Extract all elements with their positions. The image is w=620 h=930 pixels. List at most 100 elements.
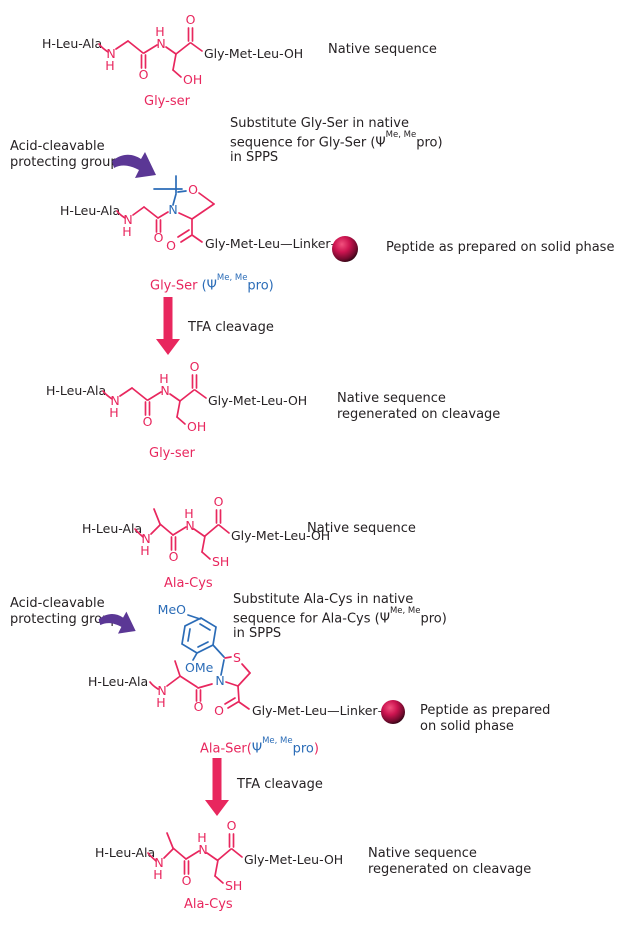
nitrogen-atom: N — [185, 518, 194, 533]
acid-cleavable-note: Acid-cleavable protecting group — [10, 596, 119, 627]
oxygen-atom: O — [166, 238, 176, 253]
nitrogen-atom: N — [198, 842, 207, 857]
resin-bead — [332, 236, 358, 262]
oxazolidine-ring: N O — [153, 175, 215, 220]
substitute-note: Substitute Ala-Cys in native sequence fo… — [233, 592, 447, 642]
c-terminus-label: Gly-Met-Leu-OH — [208, 393, 307, 408]
hydroxyl-group: OH — [183, 72, 202, 87]
nitrogen-atom: N — [110, 393, 119, 408]
thiol-group: SH — [212, 554, 229, 569]
methoxy-group: MeO — [158, 602, 186, 617]
nitrogen-atom: N — [154, 855, 163, 870]
n-terminus-label: H-Leu-Ala — [60, 203, 120, 218]
ring-nitrogen-atom: N — [215, 673, 224, 688]
gly-ser-label: Gly-ser — [144, 94, 190, 109]
hydrogen-atom: H — [140, 543, 149, 558]
carboxy-linker: O Gly-Met-Leu—Linker— — [214, 685, 405, 724]
oxygen-atom: O — [139, 67, 149, 82]
n-terminus-label: H-Leu-Ala — [82, 521, 142, 536]
ring-nitrogen-atom: N — [168, 202, 177, 217]
structure-regenerated-ala-cys: H-Leu-Ala N H O N H O Gly-Met-Leu-OH SH — [93, 818, 403, 920]
hydrogen-atom: H — [122, 224, 131, 239]
methoxy-group: OMe — [185, 660, 214, 675]
peptide-backbone: H-Leu-Ala N H O — [60, 203, 169, 245]
n-terminus-label: H-Leu-Ala — [88, 674, 148, 689]
nitrogen-atom: N — [157, 683, 166, 698]
tfa-cleavage-arrow-icon — [153, 297, 183, 361]
tfa-cleavage-label: TFA cleavage — [237, 777, 323, 792]
c-terminus-linker-label: Gly-Met-Leu—Linker— — [252, 703, 390, 718]
peptide-backbone: H-Leu-Ala N H O N H O Gly-Met-Leu-OH — [42, 12, 303, 82]
oxygen-atom: O — [186, 12, 196, 27]
regenerated-caption: Native sequence regenerated on cleavage — [337, 391, 501, 422]
hydrogen-atom: H — [105, 58, 114, 73]
pseudoproline-label: Ala-Ser(ΨMe, Mepro) — [200, 736, 319, 757]
hydrogen-atom: H — [155, 24, 164, 39]
n-terminus-label: H-Leu-Ala — [42, 36, 102, 51]
structure-native-gly-ser: H-Leu-Ala N H O N H O Gly-Met-Leu-OH OH — [40, 8, 350, 104]
solid-phase-caption: Peptide as prepared on solid phase — [420, 703, 551, 734]
peptide-backbone: H-Leu-Ala N H O N H O Gly-Met-Leu-OH — [46, 359, 307, 429]
regenerated-caption: Native sequence regenerated on cleavage — [368, 846, 532, 877]
native-sequence-caption: Native sequence — [307, 521, 416, 536]
oxygen-atom: O — [214, 494, 224, 509]
serine-side-chain: OH — [176, 400, 206, 434]
ring-oxygen-atom: O — [188, 182, 198, 197]
cysteine-side-chain: SH — [201, 535, 229, 569]
oxygen-atom: O — [169, 549, 179, 564]
resin-bead — [381, 700, 405, 724]
structure-pseudoproline-gly-ser: H-Leu-Ala N H O N O O Gly-Met-Leu — [55, 168, 475, 287]
oxygen-atom: O — [214, 703, 224, 718]
oxygen-atom: O — [190, 359, 200, 374]
native-sequence-caption: Native sequence — [328, 42, 437, 57]
acid-cleavable-note: Acid-cleavable protecting group — [10, 139, 119, 170]
peptide-backbone: H-Leu-Ala N H O N H O Gly-Met-Leu-OH — [95, 818, 343, 888]
c-terminus-label: Gly-Met-Leu-OH — [231, 528, 330, 543]
peptide-backbone: H-Leu-Ala N H O — [88, 660, 213, 714]
nitrogen-atom: N — [141, 531, 150, 546]
oxygen-atom: O — [143, 414, 153, 429]
dimethoxyphenyl-group: MeO OMe — [158, 602, 225, 675]
substitute-note: Substitute Gly-Ser in native sequence fo… — [230, 116, 443, 166]
peptide-backbone: H-Leu-Ala N H O N H O Gly-Met-Leu-OH — [82, 494, 330, 564]
structure-pseudoproline-ala-cys: MeO OMe S N H-Leu-Ala N H — [60, 598, 480, 732]
hydrogen-atom: H — [159, 371, 168, 386]
c-terminus-label: Gly-Met-Leu-OH — [244, 852, 343, 867]
substitute-line3: in SPPS — [230, 150, 279, 166]
oxygen-atom: O — [154, 230, 164, 245]
tfa-cleavage-label: TFA cleavage — [188, 320, 274, 335]
carboxy-linker: O Gly-Met-Leu—Linker— — [166, 218, 358, 262]
c-terminus-linker-label: Gly-Met-Leu—Linker— — [205, 236, 343, 251]
oxygen-atom: O — [194, 699, 204, 714]
protecting-group-arrow-icon — [109, 150, 161, 192]
tfa-cleavage-arrow-icon — [202, 758, 232, 822]
oxygen-atom: O — [227, 818, 237, 833]
cysteine-side-chain: SH — [214, 859, 242, 893]
solid-phase-caption: Peptide as prepared on solid phase — [386, 240, 615, 255]
n-terminus-label: H-Leu-Ala — [95, 845, 155, 860]
ring-sulfur-atom: S — [233, 650, 241, 665]
gly-ser-label: Gly-ser — [149, 446, 195, 461]
hydrogen-atom: H — [153, 867, 162, 882]
substitute-line2: sequence for Ala-Cys (ΨMe, Mepro) — [233, 605, 447, 626]
substitute-line1: Substitute Ala-Cys in native — [233, 592, 414, 607]
oxygen-atom: O — [182, 873, 192, 888]
protecting-group-arrow-icon — [96, 610, 140, 646]
substitute-line2: sequence for Gly-Ser (ΨMe, Mepro) — [230, 129, 443, 150]
hydrogen-atom: H — [109, 405, 118, 420]
hydrogen-atom: H — [156, 695, 165, 710]
ala-cys-label: Ala-Cys — [164, 576, 213, 591]
pseudoproline-label: Gly-Ser (ΨMe, Mepro) — [150, 273, 274, 294]
thiol-group: SH — [225, 878, 242, 893]
substitute-line3: in SPPS — [233, 626, 282, 642]
hydroxyl-group: OH — [187, 419, 206, 434]
nitrogen-atom: N — [123, 212, 132, 227]
ala-cys-label: Ala-Cys — [184, 897, 233, 912]
nitrogen-atom: N — [106, 46, 115, 61]
nitrogen-atom: N — [160, 383, 169, 398]
hydrogen-atom: H — [197, 830, 206, 845]
c-terminus-label: Gly-Met-Leu-OH — [204, 46, 303, 61]
substitute-line1: Substitute Gly-Ser in native — [230, 116, 409, 131]
structure-native-ala-cys: H-Leu-Ala N H O N H O Gly-Met-Leu-OH SH — [80, 494, 390, 596]
